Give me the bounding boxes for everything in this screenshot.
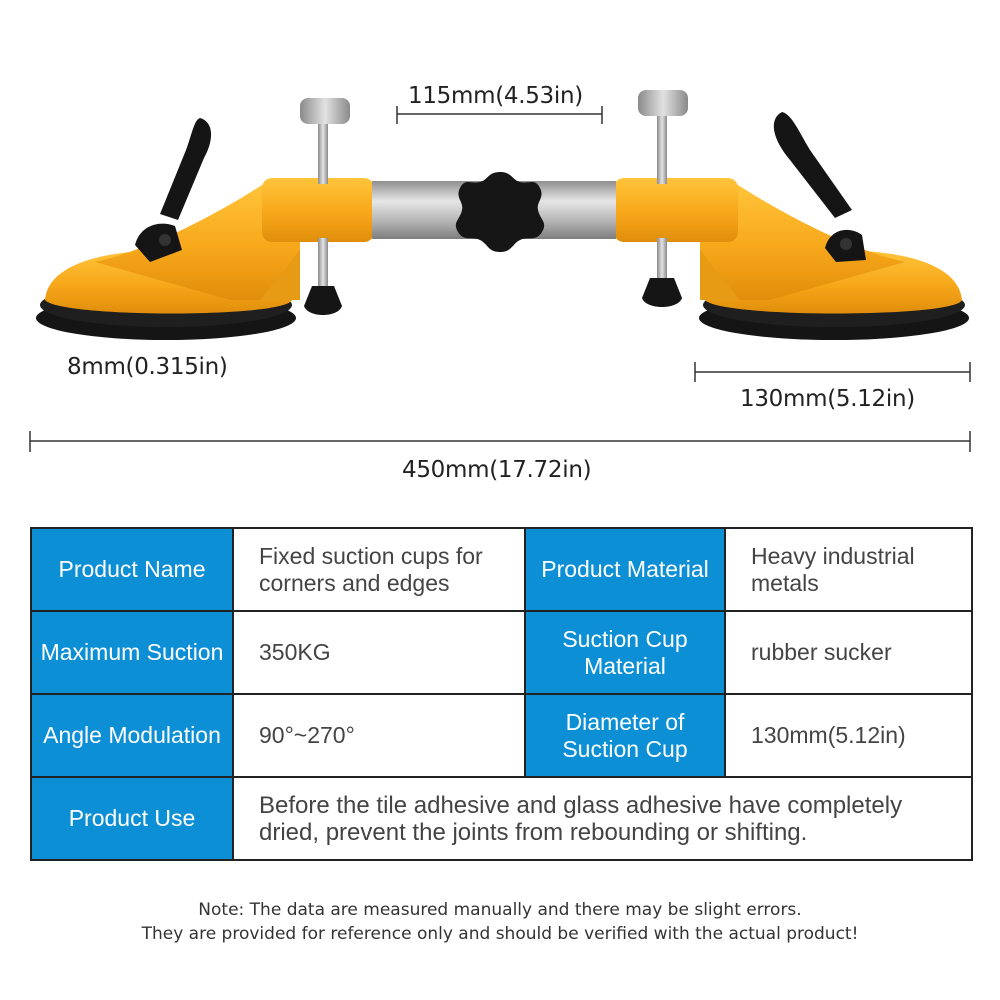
overall-length-label: 450mm(17.72in) bbox=[402, 457, 592, 483]
table-row: Angle Modulation 90°~270° Diameter of Su… bbox=[30, 693, 973, 778]
note-line-2: They are provided for reference only and… bbox=[141, 924, 859, 944]
spec-table: Product Name Fixed suction cups for corn… bbox=[30, 527, 973, 861]
spec-label: Suction Cup Material bbox=[524, 610, 726, 695]
right-suction-cup bbox=[614, 178, 969, 340]
dimension-line-overall-length bbox=[29, 431, 971, 452]
table-row: Product Use Before the tile adhesive and… bbox=[30, 776, 973, 861]
dimension-line-cup-diameter bbox=[694, 362, 971, 382]
pad-thickness-label: 8mm(0.315in) bbox=[67, 354, 228, 380]
star-knob bbox=[455, 172, 545, 252]
product-illustration bbox=[29, 90, 971, 452]
table-row: Product Name Fixed suction cups for corn… bbox=[30, 527, 973, 612]
right-lever-handle bbox=[773, 112, 866, 262]
spec-value: rubber sucker bbox=[724, 610, 973, 695]
spec-value: Heavy industrial metals bbox=[724, 527, 973, 612]
spec-value: Fixed suction cups for corners and edges bbox=[232, 527, 526, 612]
left-suction-cup bbox=[36, 178, 374, 340]
table-row: Maximum Suction 350KG Suction Cup Materi… bbox=[30, 610, 973, 695]
spec-label: Maximum Suction bbox=[30, 610, 234, 695]
right-adjust-screw bbox=[638, 90, 688, 307]
spec-value: 90°~270° bbox=[232, 693, 526, 778]
spec-value: 130mm(5.12in) bbox=[724, 693, 973, 778]
spec-value: Before the tile adhesive and glass adhes… bbox=[232, 776, 973, 861]
spec-label: Diameter of Suction Cup bbox=[524, 693, 726, 778]
cup-diameter-label: 130mm(5.12in) bbox=[740, 386, 915, 412]
left-lever-handle bbox=[135, 118, 212, 262]
center-gap-label: 115mm(4.53in) bbox=[408, 83, 583, 109]
dimension-line-center-gap bbox=[396, 106, 603, 124]
left-adjust-screw bbox=[300, 98, 350, 315]
spec-label: Product Name bbox=[30, 527, 234, 612]
spec-label: Product Material bbox=[524, 527, 726, 612]
spec-value: 350KG bbox=[232, 610, 526, 695]
note-line-1: Note: The data are measured manually and… bbox=[198, 900, 802, 920]
spec-label: Angle Modulation bbox=[30, 693, 234, 778]
spec-label: Product Use bbox=[30, 776, 234, 861]
